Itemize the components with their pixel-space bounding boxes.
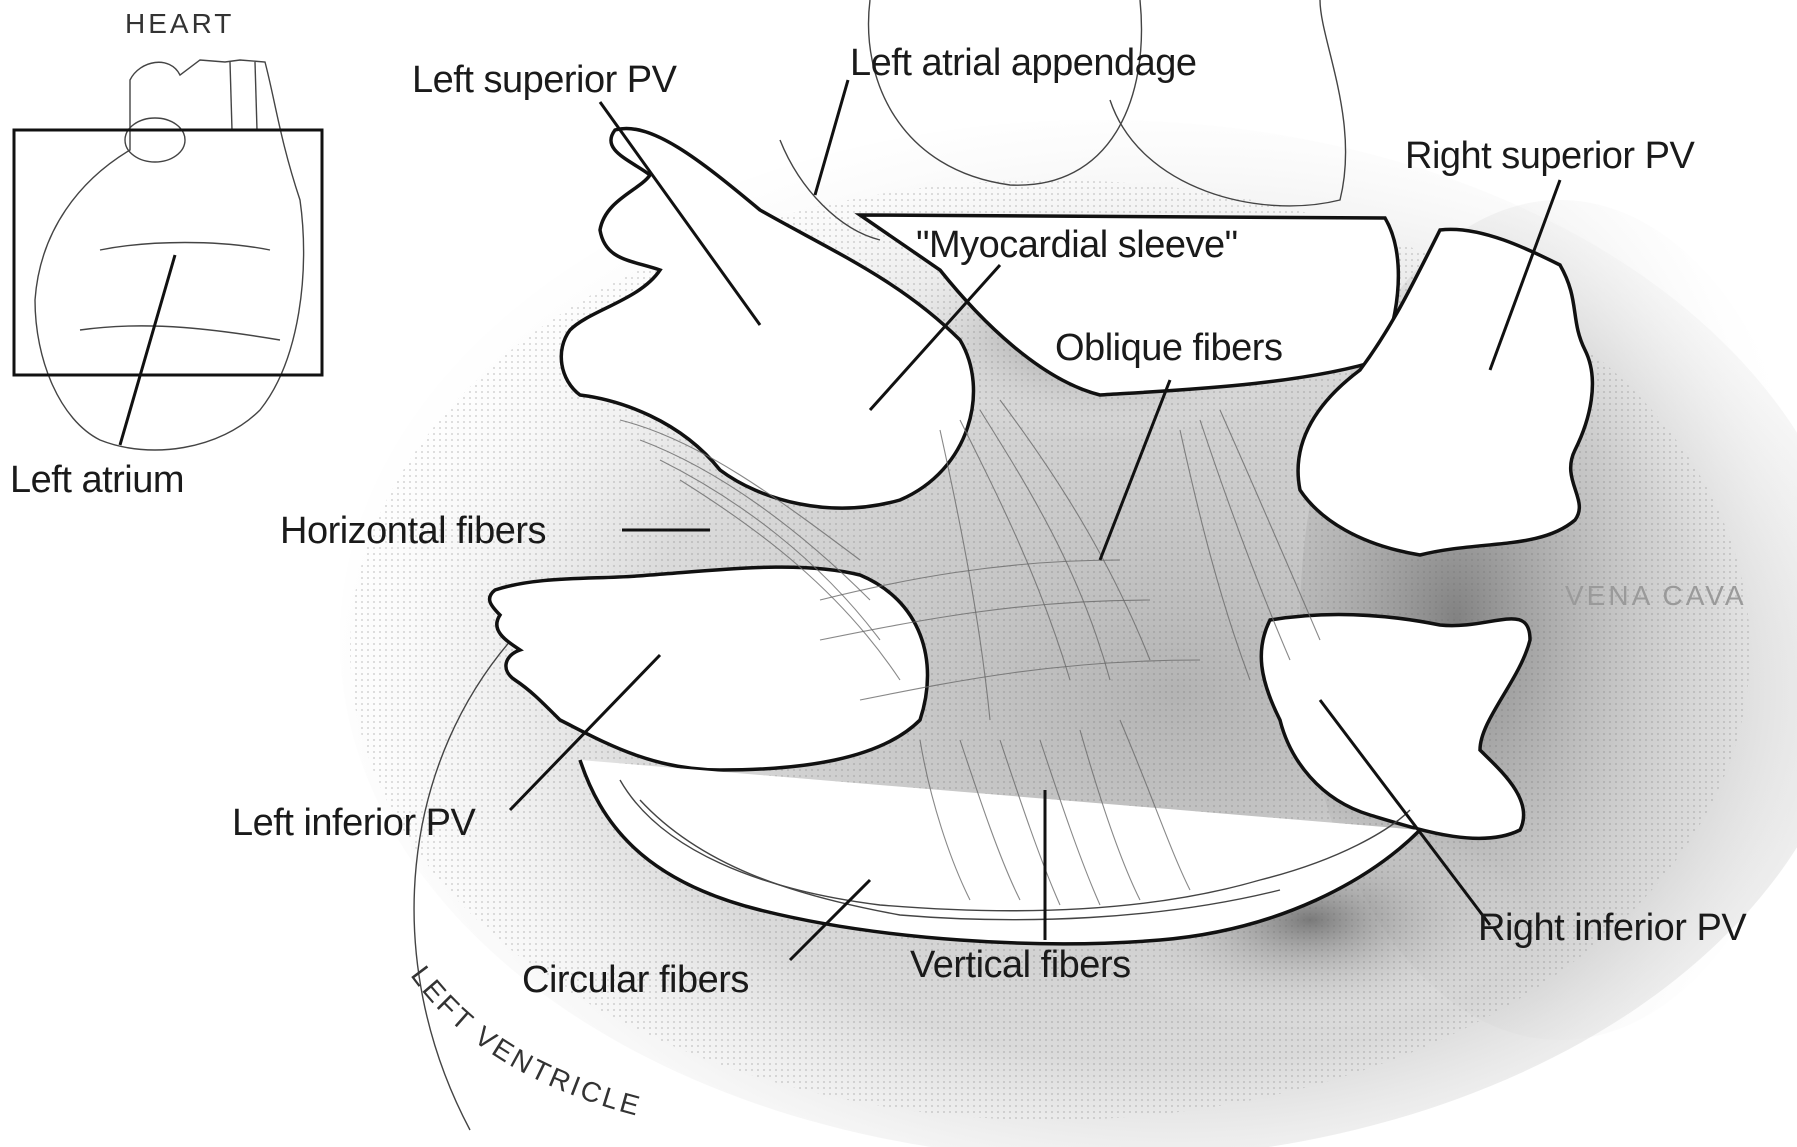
right-superior-pv-label: Right superior PV [1405, 135, 1695, 177]
left-atrium-label: Left atrium [10, 459, 184, 501]
vena-cava-label: VENA CAVA [1565, 580, 1747, 611]
horizontal-fibers-label: Horizontal fibers [280, 510, 546, 552]
right-inferior-pv-label: Right inferior PV [1478, 907, 1747, 949]
circular-fibers-label: Circular fibers [522, 959, 749, 1001]
left-superior-pv-label: Left superior PV [412, 59, 678, 101]
oblique-fibers-label: Oblique fibers [1055, 327, 1282, 369]
vertical-fibers-label: Vertical fibers [910, 944, 1131, 986]
inset-heading: HEART [125, 8, 234, 39]
inset-focus-box [14, 130, 322, 375]
left-atrial-appendage-label: Left atrial appendage [850, 42, 1197, 84]
myocardial-sleeve-label: "Myocardial sleeve" [916, 224, 1238, 266]
left-inferior-pv-label: Left inferior PV [232, 802, 476, 844]
inset-heart: HEART Left atrium [10, 8, 322, 501]
